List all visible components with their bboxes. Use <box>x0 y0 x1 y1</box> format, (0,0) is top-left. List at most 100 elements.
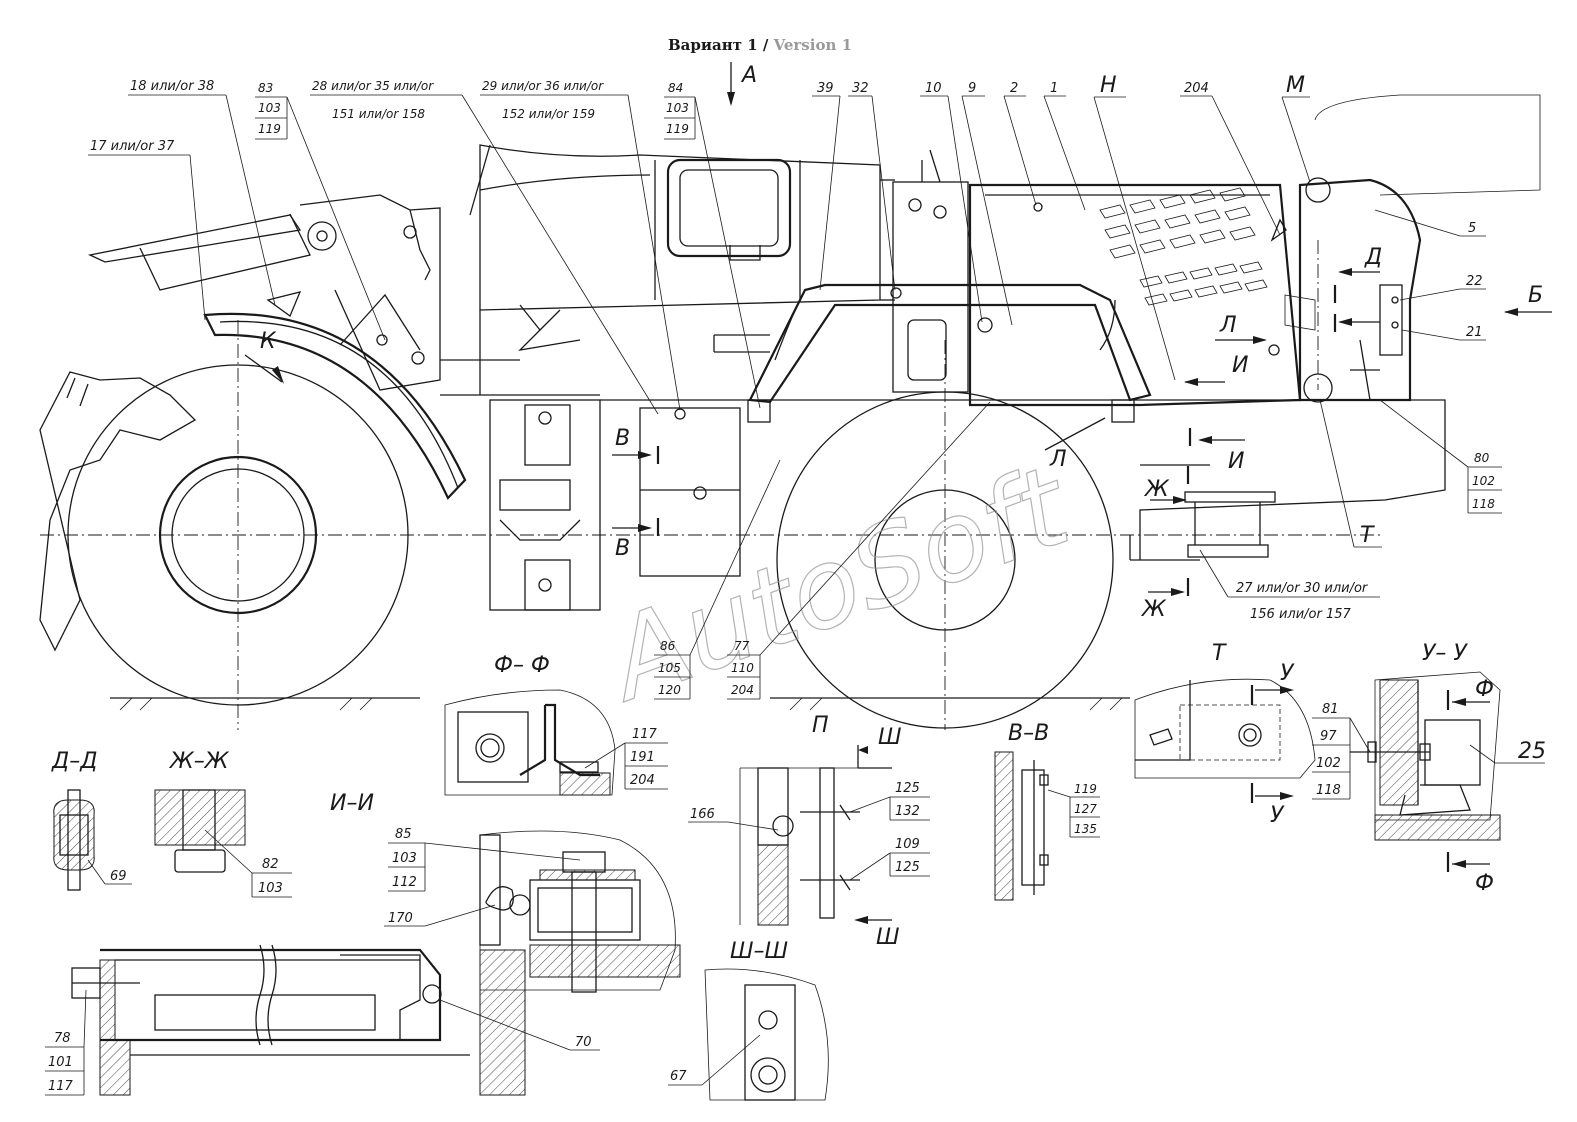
callout-135s: 135 <box>1074 822 1097 836</box>
view-Sh-label-bottom: Ш <box>876 925 900 950</box>
callout-39: 39 <box>817 81 834 96</box>
callout-69: 69 <box>110 869 127 884</box>
view-A-label: А <box>740 63 757 88</box>
view-U-label-bottom: У <box>1270 803 1285 828</box>
callout-119s: 119 <box>1074 782 1097 796</box>
callout-132: 132 <box>895 804 920 819</box>
section-shsh: Ш–Ш 67 <box>668 939 829 1101</box>
view-Zh-label-top: Ж <box>1143 477 1170 502</box>
callout-97: 97 <box>1320 729 1337 744</box>
callout-27: 27 или/or 30 или/or <box>1236 581 1369 596</box>
callout-204: 204 <box>1184 81 1209 96</box>
view-L-label-top: Л <box>1219 313 1237 338</box>
callout-67: 67 <box>670 1069 687 1084</box>
callout-80c: 118 <box>1472 497 1495 511</box>
section-dd: Д–Д 69 <box>51 749 132 891</box>
section-ff-label: Ф– Ф <box>494 653 550 678</box>
callout-18: 18 или/or 38 <box>130 79 214 94</box>
callout-86c: 120 <box>658 683 681 697</box>
callout-84c: 119 <box>666 122 689 136</box>
detail-117: 117 191 204 <box>444 689 668 796</box>
callout-25: 25 <box>1518 739 1546 764</box>
section-zhzh: Ж–Ж 82 103 <box>154 749 292 898</box>
view-B-label: Б <box>1528 283 1543 308</box>
section-vv: В–В 119 127 135 <box>994 721 1100 901</box>
callout-86: 86 <box>660 639 676 653</box>
section-shsh-label: Ш–Ш <box>730 939 788 964</box>
callout-125b: 125 <box>895 860 920 875</box>
callout-77c: 204 <box>731 683 754 697</box>
section-dd-label: Д–Д <box>51 749 97 774</box>
callout-80b: 102 <box>1472 474 1495 488</box>
callout-118: 118 <box>1316 783 1341 798</box>
callout-83c: 119 <box>258 122 281 136</box>
callout-10: 10 <box>925 81 942 96</box>
view-F-label-bottom: Ф <box>1475 871 1494 896</box>
callout-17: 17 или/or 37 <box>90 139 175 154</box>
callout-78: 78 <box>54 1031 71 1046</box>
callout-85c: 112 <box>392 875 417 890</box>
callout-28: 28 или/or 35 или/or <box>312 79 434 93</box>
section-zhzh-label: Ж–Ж <box>168 749 230 774</box>
view-V-label-top: В <box>615 426 630 451</box>
callout-5: 5 <box>1468 221 1476 236</box>
view-F-label-top: Ф <box>1475 677 1494 702</box>
detail-T: Т У У <box>1134 641 1316 828</box>
main-view: AutoSoft <box>39 94 1541 730</box>
view-Sh-label-top: Ш <box>878 725 902 750</box>
view-U-label-top: У <box>1280 661 1295 686</box>
callouts-main: 18 или/or 38 17 или/or 37 83 103 119 28 … <box>88 62 1552 700</box>
detail-P: П Ш Ш 166 125 132 109 125 <box>688 713 930 950</box>
callout-M: М <box>1286 73 1305 98</box>
callout-1: 1 <box>1050 81 1058 96</box>
callout-2: 2 <box>1010 81 1018 96</box>
section-ii: И–И 85 103 112 170 78 101 117 <box>45 791 681 1096</box>
callout-103: 103 <box>258 881 283 896</box>
callout-117: 117 <box>632 727 658 742</box>
callout-28b: 151 или/or 158 <box>332 107 425 121</box>
callout-102: 102 <box>1316 756 1341 771</box>
callout-78c: 117 <box>48 1079 74 1094</box>
callout-78b: 101 <box>48 1055 73 1070</box>
callout-83b: 103 <box>258 101 281 115</box>
callout-22: 22 <box>1466 274 1483 289</box>
callout-82: 82 <box>262 857 279 872</box>
view-Zh-label-bottom: Ж <box>1140 597 1167 622</box>
callout-H: Н <box>1100 73 1117 98</box>
view-K-label: К <box>260 329 277 354</box>
section-uu-label: У– У <box>1422 641 1468 666</box>
callout-77b: 110 <box>731 661 754 675</box>
callout-127s: 127 <box>1074 802 1097 816</box>
view-D-label-top: Д <box>1364 245 1382 270</box>
section-uu: У– У Ф Ф 81 97 102 118 25 <box>1312 641 1546 896</box>
callout-117b: 191 <box>630 750 655 765</box>
callout-117c: 204 <box>630 773 655 788</box>
drawing-title: Вариант 1 / Version 1 <box>668 36 852 54</box>
callout-77: 77 <box>734 639 750 653</box>
callout-29b: 152 или/or 159 <box>502 107 595 121</box>
callout-170: 170 <box>388 911 413 926</box>
view-I-label-bottom: И <box>1228 449 1244 474</box>
callout-85: 85 <box>395 827 412 842</box>
callout-109: 109 <box>895 837 920 852</box>
view-P-label: П <box>812 713 829 738</box>
view-V-label-bottom: В <box>615 536 630 561</box>
section-vv-label: В–В <box>1008 721 1049 746</box>
callout-29: 29 или/or 36 или/or <box>482 79 604 93</box>
callout-84b: 103 <box>666 101 689 115</box>
callout-166: 166 <box>690 807 715 822</box>
section-ii-label: И–И <box>330 791 374 816</box>
callout-83: 83 <box>258 81 273 95</box>
callout-84: 84 <box>668 81 683 95</box>
callout-125: 125 <box>895 781 920 796</box>
callout-81: 81 <box>1322 702 1339 717</box>
view-L-label-bottom: Л <box>1049 447 1067 472</box>
view-T-label: Т <box>1212 641 1227 666</box>
callout-32: 32 <box>852 81 869 96</box>
callout-9: 9 <box>968 81 976 96</box>
view-I-label-top: И <box>1232 353 1248 378</box>
callout-85b: 103 <box>392 851 417 866</box>
callout-T: Т <box>1360 523 1375 548</box>
